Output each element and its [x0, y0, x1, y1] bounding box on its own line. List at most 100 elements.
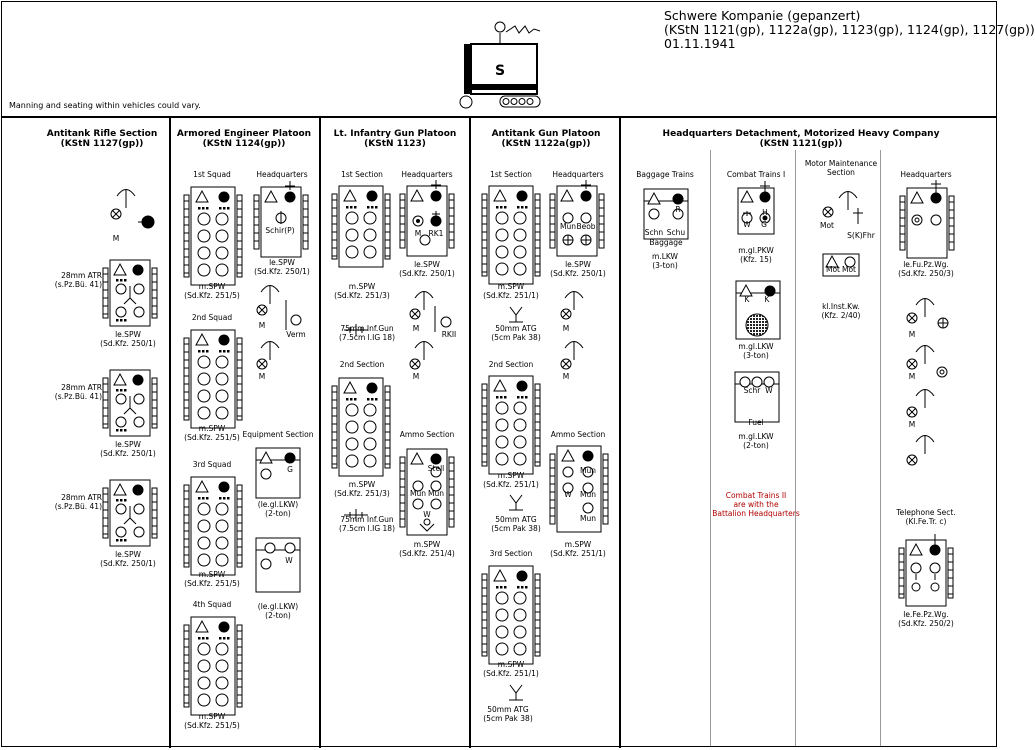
track-icon: [183, 194, 190, 278]
label-eng-sq2-veh: m.SPW (Sd.Kfz. 251/5): [184, 424, 240, 442]
soldier-icon: [197, 519, 211, 533]
soldier-icon: [495, 418, 509, 432]
section-title-infantry-gun: Lt. Infantry Gun Platoon (KStN 1123): [333, 129, 457, 149]
label-ig-mun2: Mun: [428, 489, 444, 498]
soldier-icon: [513, 228, 527, 242]
label-eng-m1: M: [258, 321, 266, 330]
seat-dot: [223, 637, 226, 640]
label-at-sec2-veh: m.SPW (Sd.Kfz. 251/1): [483, 471, 539, 489]
leader-soldier-icon: [930, 192, 942, 204]
track-icon: [384, 385, 391, 469]
label-ig-hq-veh: le.SPW (Sd.Kfz. 250/1): [399, 260, 455, 278]
label-ig-mun1: Mun: [410, 489, 426, 498]
soldier-icon: [495, 625, 509, 639]
soldier-icon: [115, 503, 127, 515]
leader-triangle-icon: [493, 378, 507, 392]
label-ig-stell: Stell: [427, 464, 445, 473]
subcolumn-divider: [880, 150, 881, 746]
section-title-antitank-rifle: Antitank Rifle Section (KStN 1127(gp)): [46, 129, 158, 149]
halftrack-outline: [488, 375, 534, 475]
seat-dot: [525, 396, 528, 399]
soldier-icon: [440, 316, 452, 328]
soldier-icon: [495, 642, 509, 656]
seat-dot: [198, 207, 201, 210]
seat-dot: [120, 499, 123, 502]
seat-dot: [371, 206, 374, 209]
leader-soldier-icon: [132, 374, 144, 386]
soldier-icon: [495, 401, 509, 415]
seat-dot: [521, 586, 524, 589]
seat-dot: [346, 398, 349, 401]
halftrack-outline: [488, 185, 534, 285]
soldier-icon: [215, 676, 229, 690]
label-hq-ct1: Combat Trains I: [726, 170, 786, 179]
track-icon: [481, 383, 488, 467]
seat-dot: [116, 319, 119, 322]
label-hq-mm-veh: kl.Inst.Kw. (Kfz. 2/40): [821, 302, 861, 320]
soldier-icon: [345, 228, 359, 242]
seat-dot: [504, 206, 507, 209]
soldier-icon: [672, 208, 684, 220]
soldier-icon: [513, 245, 527, 259]
leader-triangle-icon: [561, 448, 575, 462]
label-eng-verm: Verm: [286, 330, 306, 339]
soldier-icon: [215, 406, 229, 420]
seat-dot: [517, 586, 520, 589]
soldier-icon: [930, 582, 940, 592]
seat-dot: [346, 206, 349, 209]
soldier-icon: [215, 212, 229, 226]
seat-dot: [496, 396, 499, 399]
label-eng-hq-schir: Schir(P): [265, 226, 295, 235]
seat-dot: [116, 389, 119, 392]
soldier-icon: [430, 466, 442, 478]
track-icon: [331, 385, 338, 469]
cross-mark: [411, 360, 419, 368]
soldier-icon: [345, 403, 359, 417]
leader-soldier-icon: [141, 215, 155, 229]
leader-triangle-icon: [410, 451, 424, 465]
track-icon: [151, 487, 158, 539]
leader-soldier-icon: [516, 570, 528, 582]
column-divider: [619, 117, 621, 748]
label-at-hq: Headquarters: [552, 170, 604, 179]
symbol-bar: [464, 44, 471, 94]
soldier-icon: [197, 659, 211, 673]
seat-dot: [206, 637, 209, 640]
track-icon: [151, 377, 158, 429]
radio-operator-icon: [430, 215, 442, 227]
soldier-icon: [412, 498, 424, 510]
soldier-icon: [215, 536, 229, 550]
label-at-gun2: 50mm ATG (5cm Pak 38): [491, 515, 541, 533]
seat-dot: [124, 319, 127, 322]
label-at-gun1: 50mm ATG (5cm Pak 38): [491, 324, 541, 342]
soldier-icon: [215, 519, 229, 533]
soldier-icon: [513, 211, 527, 225]
soldier-icon: [345, 420, 359, 434]
label-atr3-wpn: 28mm ATR (s.Pz.Bü. 41): [54, 493, 102, 511]
soldier-icon: [513, 401, 527, 415]
leader-triangle-icon: [910, 190, 924, 204]
seat-dot: [371, 398, 374, 401]
soldier-icon: [739, 376, 751, 388]
seat-dot: [525, 206, 528, 209]
leader-triangle-icon: [195, 189, 209, 203]
label-ig-sec2-veh: m.SPW (Sd.Kfz. 251/3): [334, 480, 390, 498]
seat-dot: [120, 279, 123, 282]
label-hq-m2: M: [908, 372, 916, 381]
light-halftrack-outline: [109, 259, 151, 327]
soldier-icon: [363, 420, 377, 434]
soldier-icon: [929, 562, 941, 574]
leader-soldier-icon: [218, 334, 230, 346]
leader-triangle-icon: [264, 189, 278, 203]
label-hq-bag-schn: Schn: [644, 228, 664, 237]
soldier-icon: [197, 263, 211, 277]
label-at-sec1: 1st Section: [490, 170, 532, 179]
track-icon: [384, 193, 391, 260]
track-icon: [948, 195, 955, 251]
label-ig-rkii: RKII: [441, 330, 457, 339]
soldier-icon: [197, 355, 211, 369]
track-icon: [448, 456, 455, 528]
seat-dot: [116, 539, 119, 542]
leader-soldier-icon: [929, 544, 941, 556]
label-at-ammo-mun2: Mun: [580, 490, 596, 499]
